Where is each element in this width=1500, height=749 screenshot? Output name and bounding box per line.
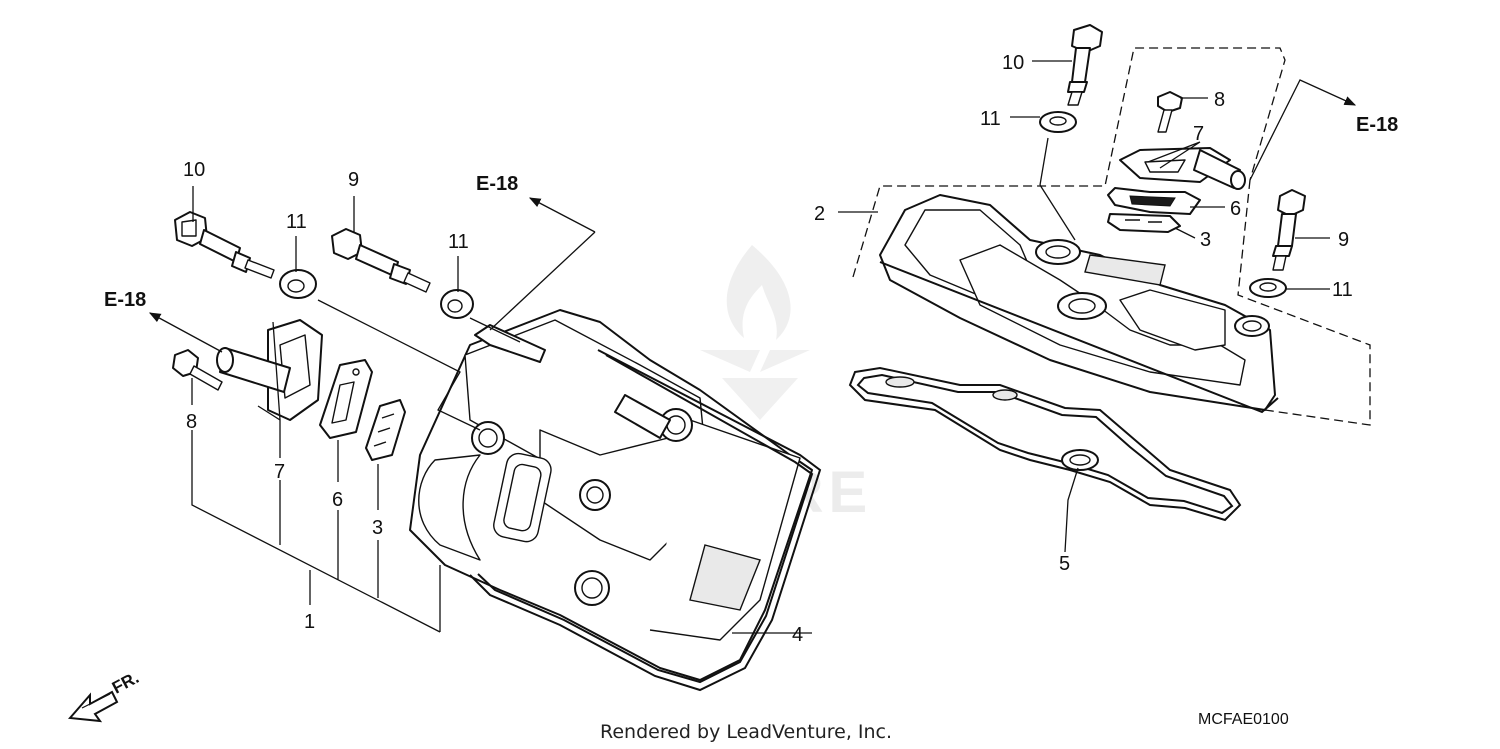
- callout-1-left: 1: [304, 611, 315, 633]
- callout-7-left: 7: [274, 461, 285, 483]
- callout-3-left: 3: [372, 517, 383, 539]
- callout-10-left: 10: [183, 159, 205, 181]
- callout-11-left-a: 11: [286, 211, 307, 233]
- callout-8-left: 8: [186, 411, 197, 433]
- breather-joint-7-right: [1119, 147, 1246, 190]
- callout-5-right: 5: [1059, 553, 1070, 575]
- left-assembly: 10 9 11 11 E-18 E-18 8 7 6 3 1 4: [104, 159, 822, 692]
- plate-3-right: [1107, 213, 1181, 233]
- cylinder-head-cover-right: [879, 194, 1279, 414]
- callout-9-right: 9: [1338, 229, 1349, 251]
- callout-11-right-b: 11: [1332, 279, 1353, 301]
- washer-11-right-a: [1039, 111, 1077, 133]
- callout-6-left: 6: [332, 489, 343, 511]
- breather-joint-7-left: [216, 319, 323, 421]
- gasket-5-right: [848, 366, 1242, 522]
- callout-11-right-a: 11: [980, 108, 1001, 130]
- ref-e18-right: E-18: [1356, 114, 1398, 136]
- ref-e18-left-top: E-18: [476, 173, 518, 195]
- plate-3-left: [365, 399, 406, 461]
- bolt-8-right: [1157, 91, 1183, 133]
- callout-10-right: 10: [1002, 52, 1024, 74]
- front-label: FR.: [109, 668, 142, 698]
- washer-11-left-b: [440, 289, 474, 319]
- callout-7-right: 7: [1193, 123, 1204, 145]
- callout-6-right: 6: [1230, 198, 1241, 220]
- render-credit: Rendered by LeadVenture, Inc.: [600, 721, 892, 743]
- front-arrow-icon: FR.: [67, 668, 142, 723]
- cylinder-head-cover-left: [409, 309, 822, 692]
- bolt-10-left: [174, 211, 275, 279]
- washer-11-right-b: [1249, 278, 1287, 298]
- seal-6-right: [1107, 187, 1201, 215]
- callout-11-left-b: 11: [448, 231, 469, 253]
- seal-6-left: [319, 359, 373, 439]
- callout-2-right: 2: [814, 203, 825, 225]
- bolt-10-right: [1067, 24, 1103, 106]
- diagram-code: MCFAE0100: [1198, 711, 1289, 728]
- callout-9-left: 9: [348, 169, 359, 191]
- bolt-9-right: [1272, 189, 1306, 271]
- ref-e18-left: E-18: [104, 289, 146, 311]
- callout-8-right: 8: [1214, 89, 1225, 111]
- callout-3-right: 3: [1200, 229, 1211, 251]
- bolt-8-left: [172, 349, 223, 391]
- callout-4-left: 4: [792, 624, 803, 646]
- washer-11-left-a: [279, 269, 317, 299]
- right-assembly: 10 11 8 7 6 3 9 11 2 5 E-18: [814, 24, 1398, 575]
- bolt-9-left: [331, 228, 431, 293]
